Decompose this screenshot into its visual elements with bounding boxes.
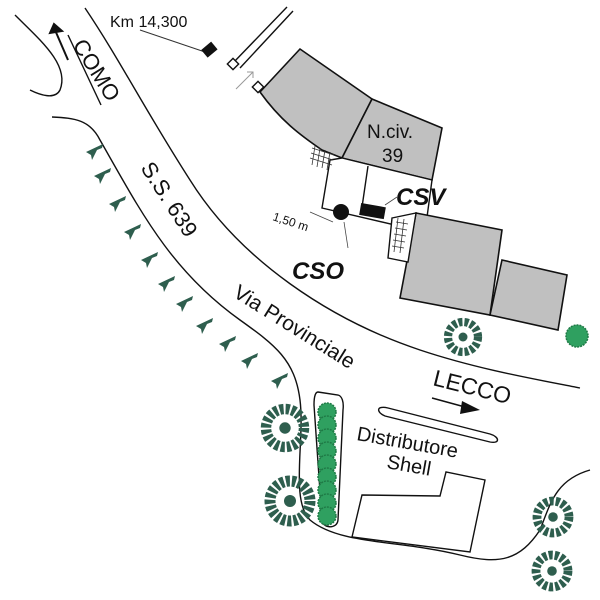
road-centerline [67, 34, 102, 106]
csv-leader [384, 196, 398, 206]
fence-line-2 [239, 10, 294, 69]
stairs-upper [309, 145, 335, 171]
gate-post-2 [251, 80, 265, 94]
stairs-lower [391, 217, 409, 254]
building-east-2 [489, 259, 568, 331]
distance-dim-line [309, 211, 334, 223]
building-number-line1: N.civ. [367, 122, 413, 143]
cso-leader [343, 221, 349, 249]
tree-icon [532, 496, 574, 538]
shrub-icon [565, 324, 589, 348]
tree-icon [260, 403, 310, 453]
cso-label: CSO [292, 258, 344, 285]
hedge-t-icon [109, 196, 126, 212]
road-name-label: S.S. 639 [136, 157, 203, 241]
km-label: Km 14,300 [110, 14, 187, 31]
csv-label: CSV [396, 184, 447, 211]
trees [260, 317, 589, 592]
hedge-t-icon [158, 276, 175, 292]
lecco-arrow-shaft [431, 397, 466, 408]
tree-icon [531, 550, 573, 592]
como-arrow-icon [48, 22, 65, 35]
hedge-t-icon [271, 373, 288, 389]
station-building [351, 471, 486, 553]
building-east-1 [399, 212, 503, 316]
shrub-icon [317, 506, 337, 526]
road-edge-west [51, 116, 591, 561]
lecco-arrow-icon [460, 401, 480, 414]
tree-icon [264, 475, 316, 527]
tree-icon [443, 317, 483, 357]
km-marker [201, 41, 218, 58]
hedge-t-icon [86, 144, 103, 160]
hedge-t-icon [176, 296, 193, 312]
hedge-t-icon [196, 318, 213, 334]
building-number-line2: 39 [382, 146, 403, 167]
gate-post-1 [226, 57, 240, 71]
hedge-t-icon [141, 252, 158, 268]
como-arrow-shaft [54, 29, 69, 61]
cso-circle [333, 204, 349, 220]
hedge-t-icon [124, 224, 141, 240]
entrance-arrow-icon [235, 71, 254, 90]
distance-label: 1,50 m [271, 210, 310, 235]
hedge-row [86, 144, 288, 389]
road-edge-east [84, 7, 581, 389]
km-leader-line [139, 29, 206, 53]
road-edge-west-upper [14, 14, 63, 97]
station-island-bar [377, 406, 499, 444]
hedge-t-icon [219, 336, 236, 352]
hedge-t-icon [241, 353, 258, 369]
hedge-t-icon [94, 168, 111, 184]
csv-rect [359, 203, 386, 220]
lecco-label: LECCO [431, 365, 514, 409]
fence-line-1 [232, 6, 288, 64]
